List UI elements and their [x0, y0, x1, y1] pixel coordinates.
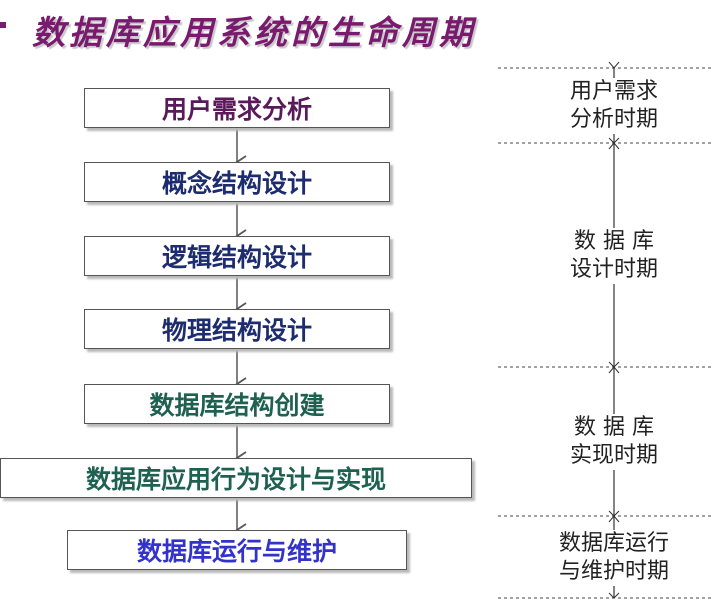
page-title: 数据库应用系统的生命周期 [32, 13, 476, 52]
period-implementation-line1: 数 据 库 [574, 415, 654, 440]
stage-conceptual-design: 概念结构设计 [84, 162, 390, 202]
period-implementation-line2: 实现时期 [569, 443, 658, 468]
period-operation-line2: 与维护时期 [558, 559, 669, 584]
period-operation: 数据库运行 与维护时期 [548, 530, 680, 586]
period-requirements: 用户需求 分析时期 [554, 78, 674, 134]
stage-database-creation: 数据库结构创建 [84, 384, 390, 424]
stage-operation-maintenance: 数据库运行与维护 [67, 530, 407, 570]
period-requirements-line1: 用户需求 [569, 79, 658, 104]
period-design-line1: 数 据 库 [574, 229, 654, 254]
period-design-line2: 设计时期 [569, 257, 658, 282]
stage-application-design-implementation: 数据库应用行为设计与实现 [0, 458, 472, 498]
period-requirements-line2: 分析时期 [569, 107, 658, 132]
period-implementation: 数 据 库 实现时期 [554, 414, 674, 470]
stage-requirements-analysis: 用户需求分析 [84, 88, 390, 128]
stage-logical-design: 逻辑结构设计 [84, 236, 390, 276]
period-operation-line1: 数据库运行 [558, 531, 669, 556]
period-design: 数 据 库 设计时期 [554, 228, 674, 284]
title-bullet [0, 22, 6, 28]
stage-physical-design: 物理结构设计 [84, 309, 390, 349]
